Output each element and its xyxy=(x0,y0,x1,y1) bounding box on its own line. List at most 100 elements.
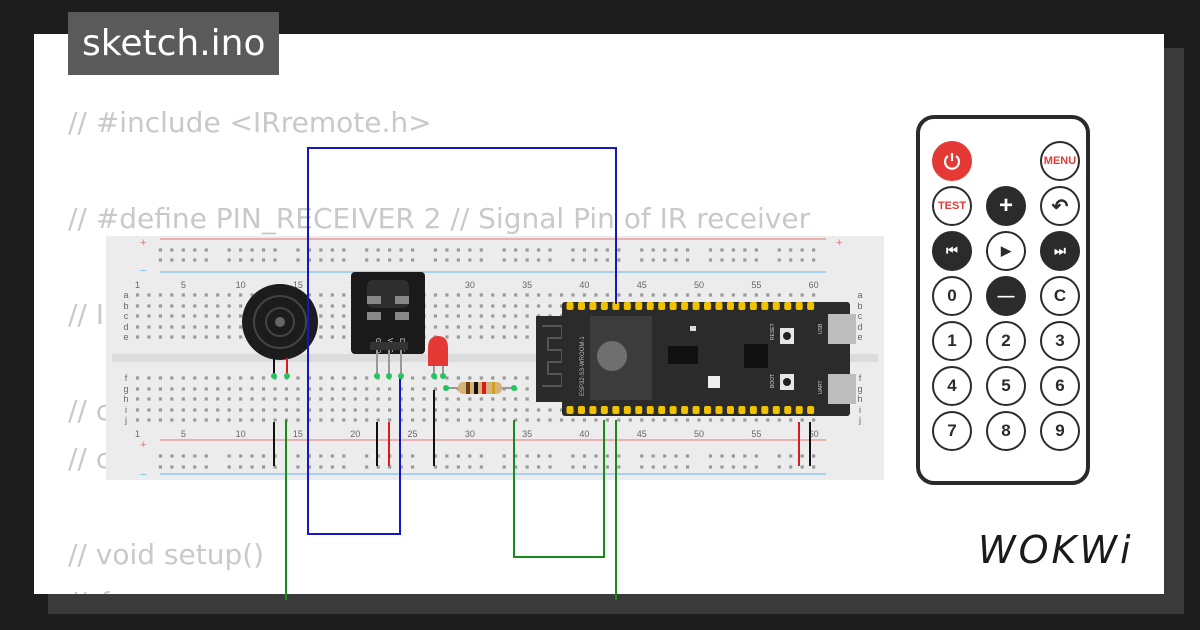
breadboard-hole[interactable] xyxy=(353,418,357,422)
breadboard-hole[interactable] xyxy=(410,258,415,262)
breadboard-hole[interactable] xyxy=(170,314,174,318)
breadboard-hole[interactable] xyxy=(456,418,460,422)
breadboard-hole[interactable] xyxy=(456,304,460,308)
breadboard-hole[interactable] xyxy=(181,454,185,458)
breadboard-hole[interactable] xyxy=(216,387,220,391)
breadboard-hole[interactable] xyxy=(365,408,369,412)
breadboard-hole[interactable] xyxy=(559,418,564,422)
breadboard-hole[interactable] xyxy=(491,418,495,422)
esp32-pin[interactable] xyxy=(623,406,631,414)
breadboard-hole[interactable] xyxy=(491,325,495,329)
test-button[interactable]: TEST xyxy=(932,186,972,226)
esp32-pin[interactable] xyxy=(738,302,746,310)
breadboard-hole[interactable] xyxy=(330,387,334,391)
breadboard-hole[interactable] xyxy=(147,418,151,422)
breadboard-hole[interactable] xyxy=(193,454,197,458)
breadboard-hole[interactable] xyxy=(170,335,174,339)
esp32-pin[interactable] xyxy=(692,406,700,414)
breadboard-hole[interactable] xyxy=(193,408,197,412)
breadboard-hole[interactable] xyxy=(193,325,197,329)
sketch-title[interactable]: sketch.ino xyxy=(68,12,280,75)
breadboard-hole[interactable] xyxy=(456,397,460,401)
breadboard-hole[interactable] xyxy=(777,465,781,469)
breadboard-hole[interactable] xyxy=(766,293,770,297)
breadboard-hole[interactable] xyxy=(445,335,449,339)
breadboard-hole[interactable] xyxy=(273,454,277,458)
breadboard-hole[interactable] xyxy=(410,397,415,401)
breadboard-hole[interactable] xyxy=(777,454,781,458)
breadboard-hole[interactable] xyxy=(479,258,483,262)
breadboard-hole[interactable] xyxy=(399,387,403,391)
breadboard-hole[interactable] xyxy=(181,376,185,380)
breadboard-hole[interactable] xyxy=(319,397,323,401)
breadboard-hole[interactable] xyxy=(548,293,552,297)
breadboard-hole[interactable] xyxy=(158,376,163,380)
breadboard-hole[interactable] xyxy=(628,293,632,297)
breadboard-hole[interactable] xyxy=(502,304,506,308)
next-button[interactable]: ⏭ xyxy=(1040,231,1080,271)
breadboard-hole[interactable] xyxy=(181,304,185,308)
esp32-pin[interactable] xyxy=(761,302,769,310)
breadboard-hole[interactable] xyxy=(479,304,483,308)
esp32-pin[interactable] xyxy=(715,406,723,414)
breadboard-hole[interactable] xyxy=(789,258,793,262)
breadboard-hole[interactable] xyxy=(548,248,552,252)
breadboard-hole[interactable] xyxy=(468,418,472,422)
breadboard-hole[interactable] xyxy=(559,408,564,412)
breadboard-hole[interactable] xyxy=(193,314,197,318)
breadboard-hole[interactable] xyxy=(754,454,758,458)
breadboard-hole[interactable] xyxy=(135,293,140,297)
breadboard-hole[interactable] xyxy=(135,418,140,422)
breadboard-hole[interactable] xyxy=(227,325,231,329)
breadboard-hole[interactable] xyxy=(789,248,793,252)
esp32-pin[interactable] xyxy=(784,302,792,310)
breadboard-hole[interactable] xyxy=(571,293,575,297)
breadboard-hole[interactable] xyxy=(812,465,816,469)
breadboard-hole[interactable] xyxy=(261,408,266,412)
breadboard-hole[interactable] xyxy=(433,454,438,458)
breadboard-hole[interactable] xyxy=(273,465,277,469)
breadboard-hole[interactable] xyxy=(227,418,231,422)
breadboard-hole[interactable] xyxy=(410,408,415,412)
breadboard-hole[interactable] xyxy=(812,454,816,458)
breadboard-hole[interactable] xyxy=(502,293,506,297)
breadboard-hole[interactable] xyxy=(651,258,655,262)
breadboard-hole[interactable] xyxy=(514,325,518,329)
power-button[interactable] xyxy=(932,141,972,181)
breadboard-hole[interactable] xyxy=(731,454,736,458)
four-button[interactable]: 4 xyxy=(932,366,972,406)
breadboard-hole[interactable] xyxy=(502,465,506,469)
breadboard-hole[interactable] xyxy=(227,454,231,458)
breadboard-hole[interactable] xyxy=(250,293,254,297)
breadboard-hole[interactable] xyxy=(445,376,449,380)
breadboard-hole[interactable] xyxy=(525,387,529,391)
breadboard-hole[interactable] xyxy=(605,418,609,422)
breadboard-hole[interactable] xyxy=(525,408,529,412)
breadboard-hole[interactable] xyxy=(170,248,174,252)
breadboard-hole[interactable] xyxy=(261,387,266,391)
breadboard-hole[interactable] xyxy=(239,258,243,262)
five-button[interactable]: 5 xyxy=(986,366,1026,406)
breadboard-hole[interactable] xyxy=(651,248,655,252)
breadboard-hole[interactable] xyxy=(433,258,438,262)
breadboard-hole[interactable] xyxy=(800,465,804,469)
breadboard-hole[interactable] xyxy=(342,314,346,318)
breadboard-hole[interactable] xyxy=(330,258,334,262)
breadboard-hole[interactable] xyxy=(812,258,816,262)
breadboard-hole[interactable] xyxy=(708,293,713,297)
breadboard-hole[interactable] xyxy=(216,293,220,297)
breadboard-hole[interactable] xyxy=(663,418,667,422)
breadboard-hole[interactable] xyxy=(204,408,208,412)
breadboard-hole[interactable] xyxy=(147,397,151,401)
breadboard-hole[interactable] xyxy=(800,293,804,297)
breadboard-hole[interactable] xyxy=(261,454,266,458)
breadboard-hole[interactable] xyxy=(685,465,690,469)
breadboard-hole[interactable] xyxy=(239,454,243,458)
breadboard-hole[interactable] xyxy=(605,258,609,262)
breadboard-hole[interactable] xyxy=(537,304,541,308)
breadboard-hole[interactable] xyxy=(594,418,598,422)
breadboard-hole[interactable] xyxy=(181,387,185,391)
breadboard-hole[interactable] xyxy=(296,376,300,380)
breadboard-hole[interactable] xyxy=(319,418,323,422)
breadboard-hole[interactable] xyxy=(445,465,449,469)
